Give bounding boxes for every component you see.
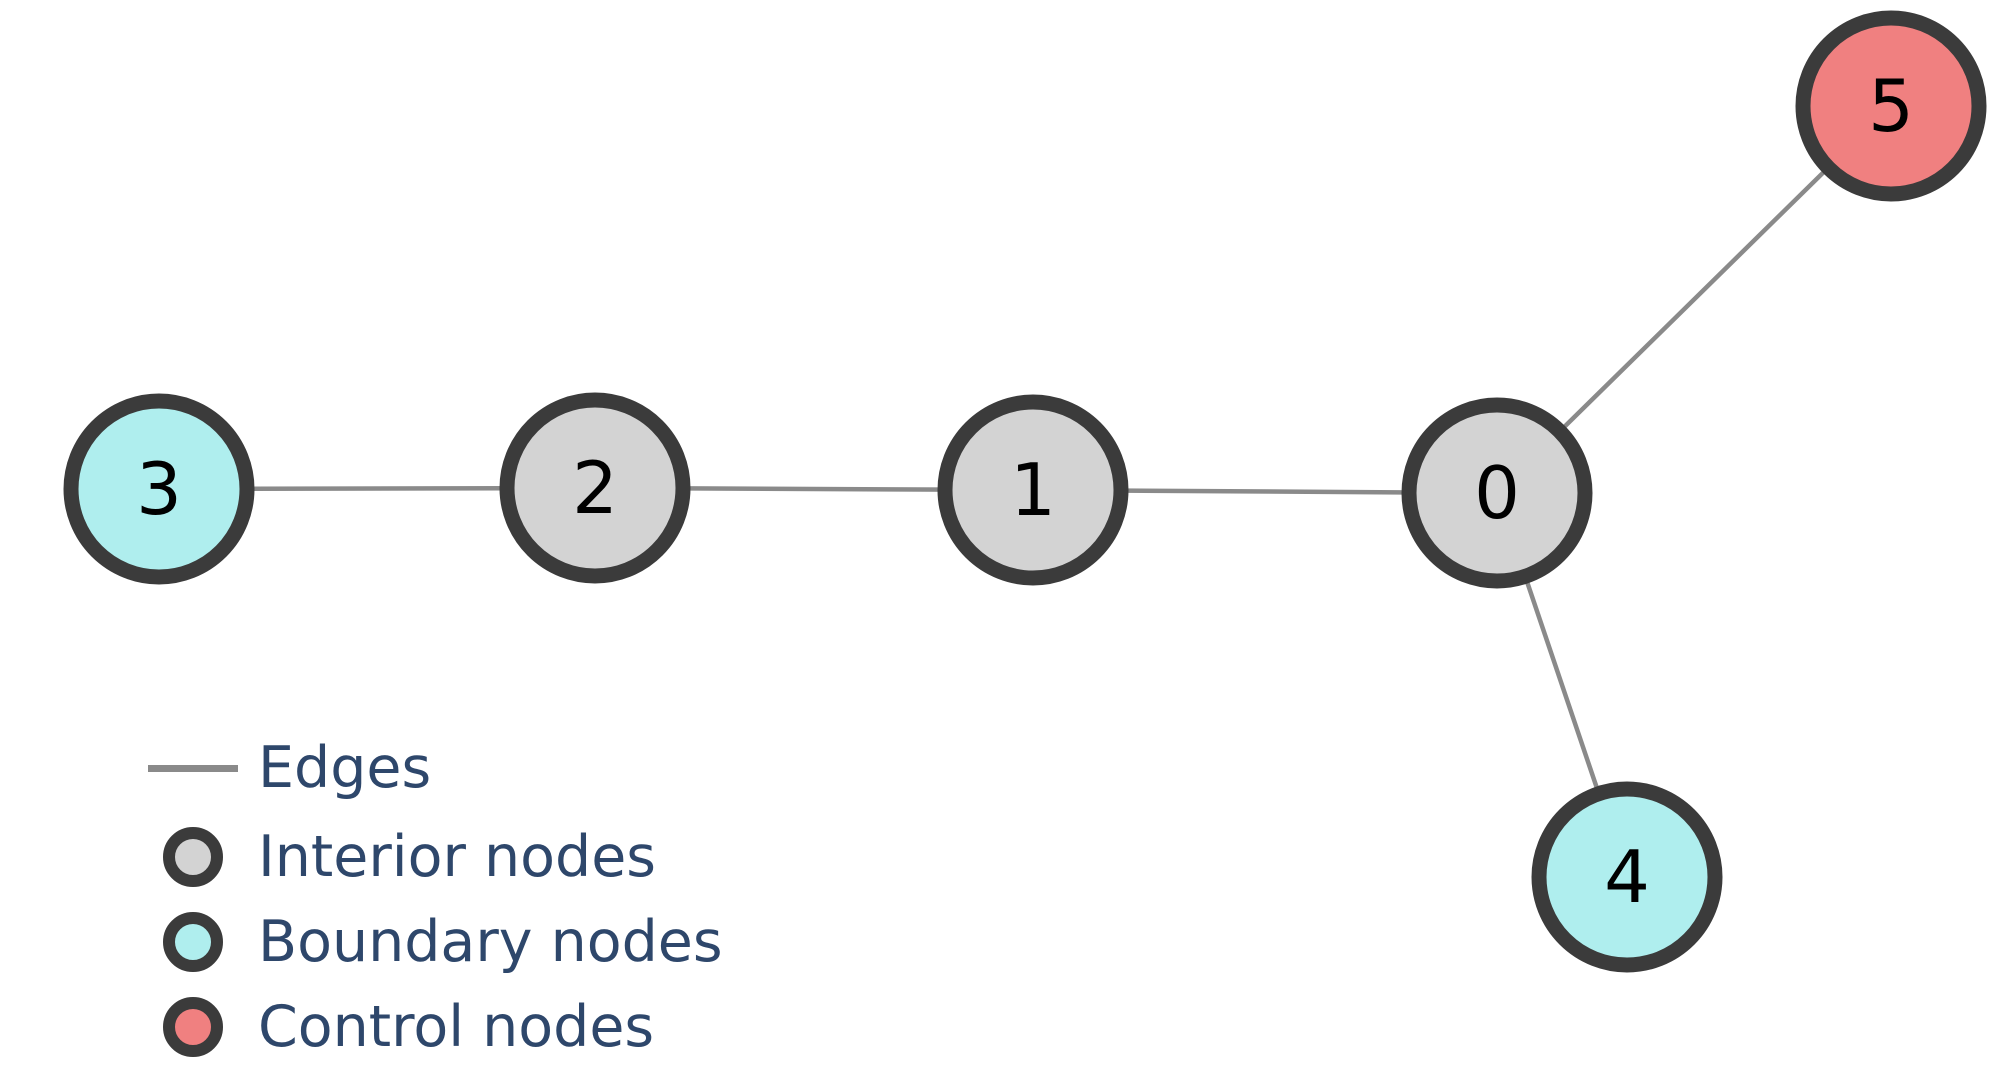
node-label: 0 bbox=[1474, 451, 1520, 535]
node-label: 4 bbox=[1604, 835, 1650, 919]
interior-node-marker bbox=[163, 827, 223, 887]
graph-node-3: 3 bbox=[63, 393, 255, 585]
legend-item-interior-nodes: Interior nodes bbox=[148, 822, 656, 892]
legend-label-interior-nodes: Interior nodes bbox=[258, 823, 656, 890]
legend-item-boundary-nodes: Boundary nodes bbox=[148, 907, 723, 977]
graph-node-4: 4 bbox=[1531, 781, 1723, 973]
control-node-marker bbox=[163, 997, 223, 1057]
interior-node-circle bbox=[499, 392, 691, 584]
legend-marker-box bbox=[148, 764, 238, 772]
legend-label-edges: Edges bbox=[258, 734, 432, 801]
boundary-node-circle bbox=[63, 393, 255, 585]
legend-label-control-nodes: Control nodes bbox=[258, 993, 655, 1060]
node-label: 5 bbox=[1868, 64, 1914, 148]
graph-node-0: 0 bbox=[1401, 397, 1593, 589]
graph-node-1: 1 bbox=[937, 394, 1129, 586]
edge-line-marker bbox=[148, 764, 238, 772]
graph-node-5: 5 bbox=[1795, 10, 1987, 202]
legend-marker-box bbox=[148, 912, 238, 972]
legend-marker-box bbox=[148, 997, 238, 1057]
node-label: 1 bbox=[1010, 448, 1056, 532]
boundary-node-marker bbox=[163, 912, 223, 972]
legend-item-control-nodes: Control nodes bbox=[148, 992, 654, 1062]
node-label: 3 bbox=[136, 447, 182, 531]
interior-node-circle bbox=[937, 394, 1129, 586]
control-node-circle bbox=[1795, 10, 1987, 202]
node-label: 2 bbox=[572, 446, 618, 530]
legend-item-edges: Edges bbox=[148, 733, 431, 803]
graph-node-2: 2 bbox=[499, 392, 691, 584]
legend-label-boundary-nodes: Boundary nodes bbox=[258, 908, 723, 975]
boundary-node-circle bbox=[1531, 781, 1723, 973]
interior-node-circle bbox=[1401, 397, 1593, 589]
nodes-layer: 0 1 2 3 4 5 bbox=[63, 10, 1987, 973]
legend-marker-box bbox=[148, 827, 238, 887]
